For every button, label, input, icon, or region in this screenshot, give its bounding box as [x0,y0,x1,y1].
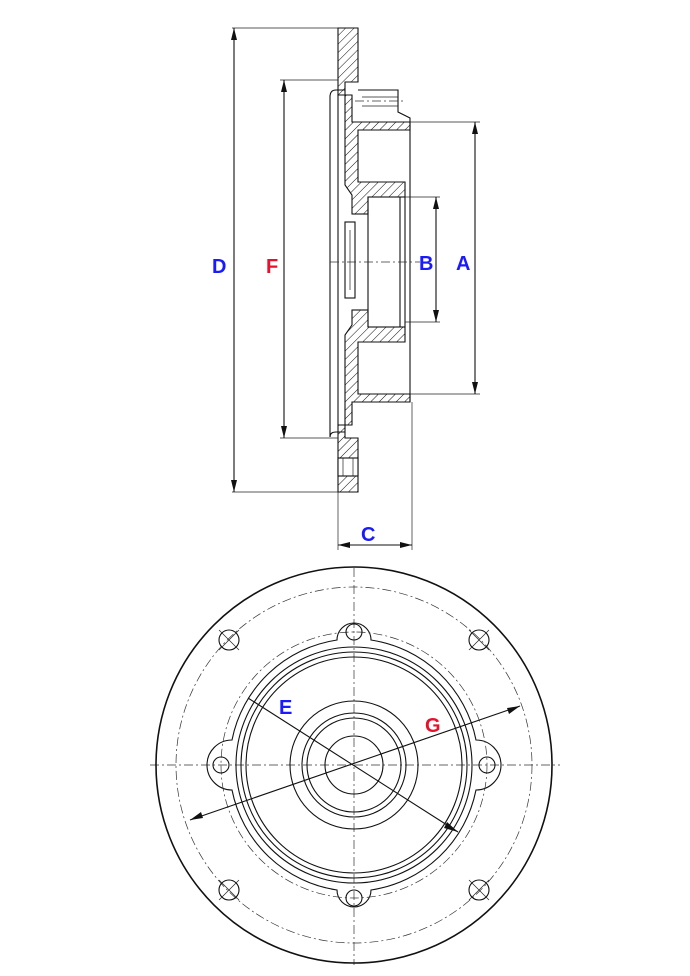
outer-bolt-hole [468,879,490,901]
front-view: E G [150,566,560,965]
dimension-e-line [247,697,459,833]
label-b: B [419,253,433,275]
top-bolt-boss [358,89,411,122]
inner-bolt-circle [220,631,488,899]
inner-bolt-hole [212,756,230,774]
side-section-view: D F B A C [212,27,480,550]
outer-bolt-hole [218,879,240,901]
bottom-bolt-boss [337,457,359,477]
outer-bolt-hole [468,629,490,651]
dimension-g-line [189,705,521,821]
shaft-bore [324,735,384,795]
hub-outer-ring [289,700,419,830]
label-d: D [212,256,226,278]
outer-flange-circle [155,566,553,964]
inner-bolt-hole [478,756,496,774]
outer-bolt-hole [218,629,240,651]
flange-section-bottom [337,309,411,493]
spigot-ring-middle [240,651,468,879]
inner-bolt-hole [345,623,363,641]
inner-bolt-hole [345,889,363,907]
spigot-ring-inner [245,656,463,874]
inner-spigot-with-lugs [206,622,502,908]
label-c: C [361,524,375,546]
spigot-ring-outer [235,646,473,884]
seal-groove [344,221,356,299]
label-f: F [266,256,278,278]
label-e: E [279,697,292,719]
outer-bolt-circle [175,586,533,944]
flange-section-top [337,27,411,215]
hub-inner-ring [306,717,402,813]
label-a: A [456,253,470,275]
hub-ring [301,712,407,818]
label-g: G [425,715,441,737]
